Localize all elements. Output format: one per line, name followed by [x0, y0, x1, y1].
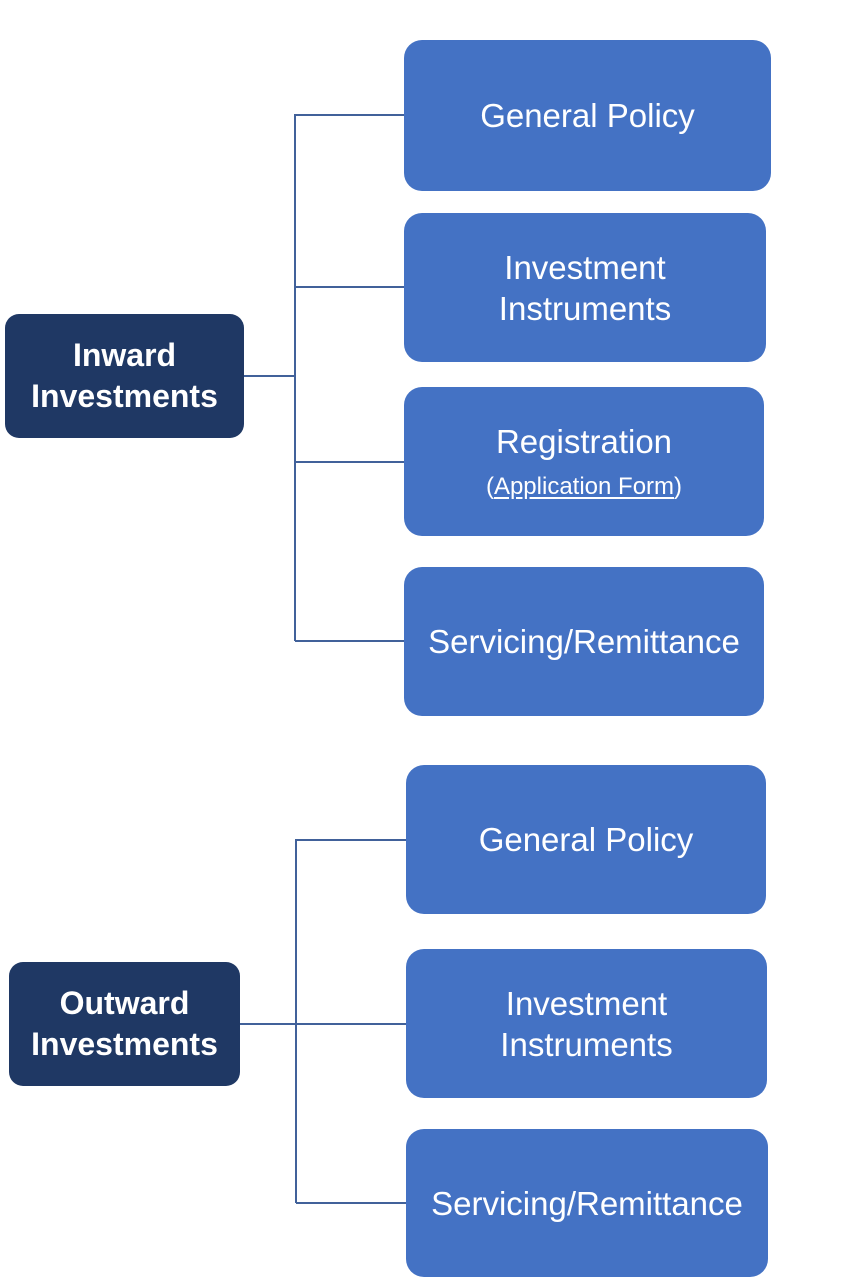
inward-servicing-remittance-label: Servicing/Remittance: [428, 623, 740, 660]
application-form-line: (Application Form): [486, 472, 682, 502]
application-form-open-paren: (: [485, 473, 494, 500]
inward-registration-node[interactable]: Registration (Application Form): [404, 387, 764, 536]
inward-general-policy-node[interactable]: General Policy: [404, 40, 771, 191]
outward-general-policy-label: General Policy: [478, 821, 694, 858]
inward-registration-label: Registration: [495, 423, 673, 460]
outward-servicing-remittance-label: Servicing/Remittance: [431, 1184, 743, 1222]
inward-investments-line2: Investments: [31, 378, 218, 414]
outward-investment-instruments-line2: Instruments: [500, 1025, 673, 1063]
inward-investment-instruments-node[interactable]: Investment Instruments: [404, 213, 766, 362]
outward-investments-node: Outward Investments: [9, 962, 240, 1086]
outward-investments-line2: Investments: [31, 1026, 218, 1062]
outward-investments-line1: Outward: [59, 985, 190, 1021]
inward-investment-instruments-line1: Investment: [504, 248, 666, 286]
application-form-link[interactable]: Application Form: [493, 473, 675, 500]
outward-investment-instruments-line1: Investment: [505, 984, 668, 1022]
application-form-close-paren: ): [674, 473, 683, 500]
inward-servicing-remittance-node[interactable]: Servicing/Remittance: [404, 567, 764, 716]
inward-investments-node: Inward Investments: [5, 314, 244, 438]
inward-investment-instruments-line2: Instruments: [498, 289, 672, 327]
inward-general-policy-label: General Policy: [480, 97, 695, 134]
inward-investments-line1: Inward: [72, 337, 177, 373]
outward-general-policy-node[interactable]: General Policy: [406, 765, 766, 914]
outward-investment-instruments-node[interactable]: Investment Instruments: [406, 949, 767, 1098]
outward-servicing-remittance-node[interactable]: Servicing/Remittance: [406, 1129, 768, 1277]
